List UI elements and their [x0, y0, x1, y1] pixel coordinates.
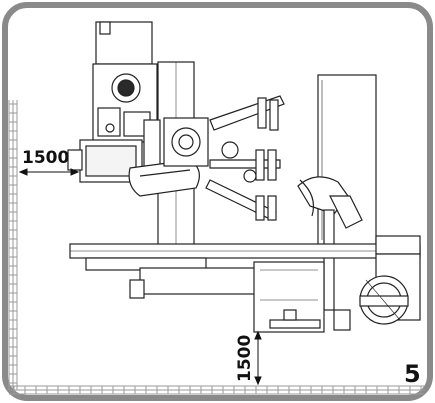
helper-arm: [297, 176, 363, 311]
floor-hatch: [9, 385, 425, 395]
tire-changer-machine: [67, 21, 421, 333]
bottom-clearance-dimension: [254, 330, 262, 386]
page-number: 5: [404, 360, 421, 388]
side-clearance-dimension: [18, 168, 80, 176]
pedal-cluster: [269, 309, 351, 331]
side-clearance-label: 1500: [22, 148, 69, 168]
bottom-clearance-label: 1500: [235, 335, 255, 382]
turntable-clamp-arms: [205, 95, 285, 221]
left-wall-hatch: [8, 100, 18, 390]
